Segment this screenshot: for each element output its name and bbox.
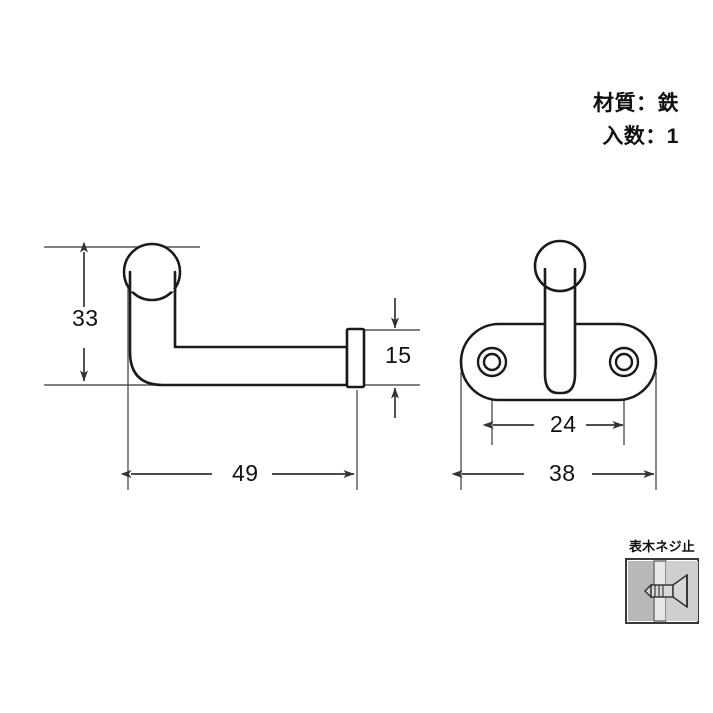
hook-ball-knob [122, 242, 182, 302]
mounting-hole-right-inner [614, 352, 634, 372]
dimension-label-38: 38 [545, 462, 580, 485]
mounting-note-label: 表木ネジ止 [628, 539, 695, 554]
mounting-note-block: 表木ネジ止 [616, 536, 708, 624]
hook-shaft-path [128, 270, 349, 387]
mounting-hole-right [608, 346, 640, 378]
specification-block: 材質：鉄 入数：1 [593, 88, 679, 153]
front-post-shaft [543, 266, 577, 395]
mounting-hole-left-inner [482, 352, 502, 372]
material-text: 材質：鉄 [593, 92, 679, 115]
dimension-label-15: 15 [381, 344, 416, 367]
dimension-label-24: 24 [546, 413, 581, 436]
hook-end-plate [345, 327, 366, 389]
wood-screw-mount-icon [625, 558, 699, 624]
dimension-label-49: 49 [228, 462, 263, 485]
dimension-label-33: 33 [68, 307, 103, 330]
front-view-group [451, 239, 658, 490]
quantity-text: 入数：1 [602, 124, 679, 148]
front-ball-knob [533, 239, 587, 293]
mounting-hole-left [476, 346, 508, 378]
front-post-group [533, 239, 587, 395]
side-view-group [44, 241, 420, 490]
hook-side-profile [122, 242, 366, 389]
